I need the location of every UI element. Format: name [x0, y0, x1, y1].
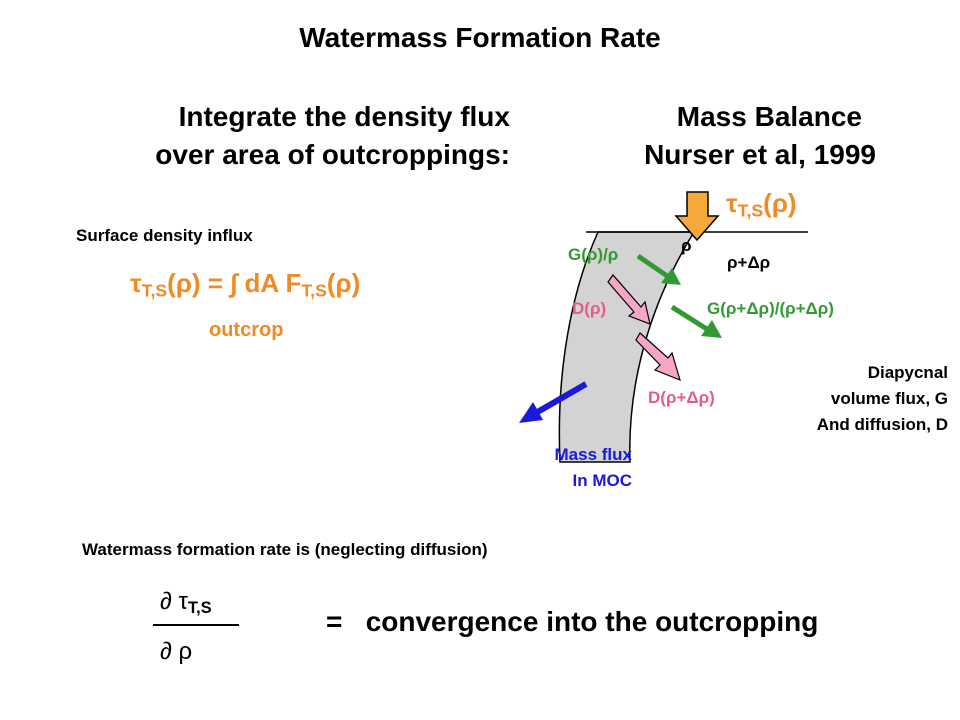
- pink-arrow-d-rho-plus: [635, 332, 681, 382]
- rho-plus-label: ρ+Δρ: [727, 253, 771, 272]
- equation-rhs-sub: T,S: [301, 280, 327, 301]
- g-rho-plus-label: G(ρ+Δρ)/(ρ+Δρ): [707, 299, 834, 318]
- mass-flux-line-1: Mass flux: [554, 445, 632, 464]
- green-arrow-g-rho: [636, 253, 681, 285]
- surface-influx-arrow: [674, 191, 720, 242]
- mass-flux-line-2: In MOC: [572, 471, 633, 490]
- conclusion-text: = convergence into the outcropping: [326, 606, 819, 637]
- equation-lhs: τ: [130, 268, 142, 298]
- outcrop-band: [558, 231, 696, 463]
- surface-influx-label: Surface density influx: [76, 226, 253, 245]
- diapycnal-line-3: And diffusion, D: [816, 415, 948, 434]
- fraction-numerator: ∂ τT,S: [160, 588, 212, 618]
- equation-mid: (ρ) = ∫ dA F: [167, 268, 302, 298]
- fraction-denominator: ∂ ρ: [160, 638, 193, 665]
- page-title: Watermass Formation Rate: [299, 22, 661, 53]
- fraction-bar: [153, 624, 239, 626]
- d-rho-label: D(ρ): [572, 299, 607, 318]
- blue-mass-flux-arrow: [519, 381, 588, 423]
- right-heading: Mass Balance Nurser et al, 1999: [606, 98, 876, 174]
- g-rho-label: G(ρ)/ρ: [568, 245, 619, 264]
- outcrop-label: outcrop: [209, 319, 284, 341]
- numerator-sub: T,S: [188, 599, 212, 618]
- tau-sub: T,S: [737, 200, 764, 221]
- equation-lhs-sub: T,S: [141, 280, 168, 301]
- numerator-symbol: ∂ τ: [160, 588, 189, 615]
- formation-rate-label: Watermass formation rate is (neglecting …: [82, 540, 488, 559]
- diapycnal-line-2: volume flux, G: [830, 389, 948, 408]
- left-heading-line-2: over area of outcroppings:: [155, 139, 510, 170]
- d-rho-plus-label: D(ρ+Δρ): [648, 388, 715, 407]
- mass-flux-label: Mass flux In MOC: [500, 442, 632, 494]
- left-heading: Integrate the density flux over area of …: [106, 98, 510, 174]
- rho-label: ρ: [681, 236, 692, 255]
- right-heading-line-2: Nurser et al, 1999: [644, 139, 876, 170]
- green-arrow-g-rho-plus: [670, 304, 722, 338]
- diapycnal-line-1: Diapycnal: [867, 363, 948, 382]
- tau-arg: (ρ): [763, 188, 797, 218]
- equation-end: (ρ): [326, 268, 361, 298]
- pink-arrow-d-rho: [607, 274, 651, 325]
- right-heading-line-1: Mass Balance: [676, 101, 862, 132]
- tau-symbol: τ: [726, 188, 738, 218]
- tau-label: τT,S(ρ): [726, 188, 797, 221]
- diapycnal-label: Diapycnal volume flux, G And diffusion, …: [740, 360, 948, 438]
- left-heading-line-1: Integrate the density flux: [178, 101, 510, 132]
- density-flux-equation: τT,S(ρ) = ∫ dA FT,S(ρ): [130, 268, 360, 301]
